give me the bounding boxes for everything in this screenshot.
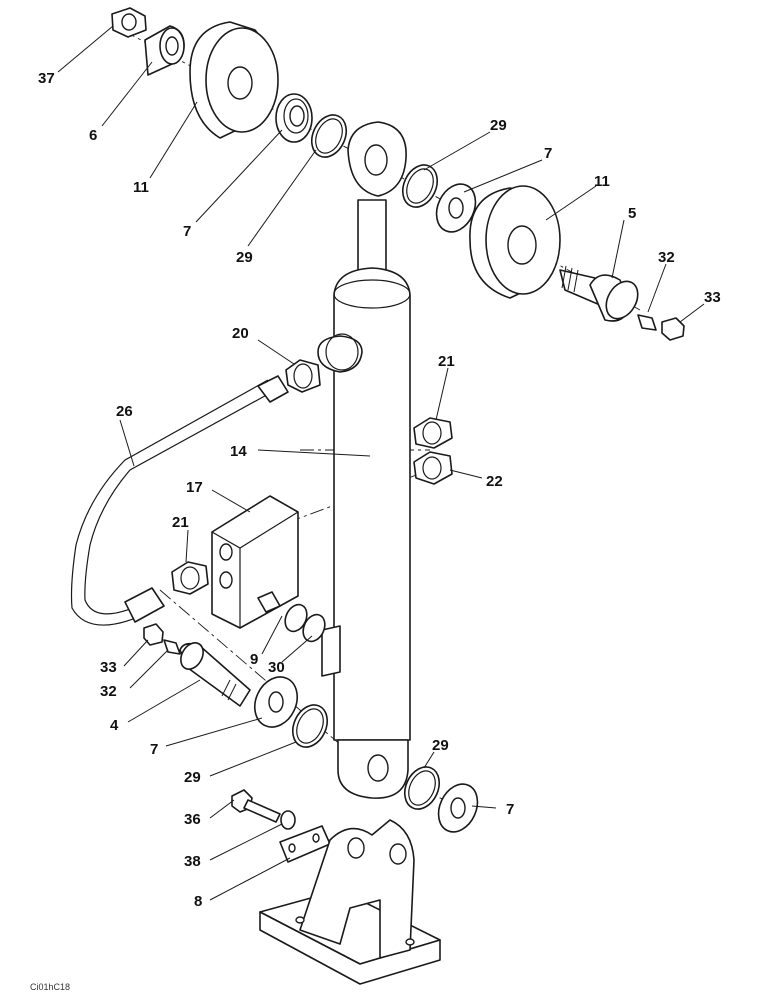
- callout-33-right: 33: [704, 289, 721, 306]
- callout-29-top-left: 29: [236, 249, 253, 266]
- lock-washer: [280, 810, 296, 830]
- roller-top-right: [469, 185, 561, 299]
- elbow-fitting-20: [285, 359, 321, 393]
- callout-14: 14: [230, 443, 247, 460]
- callout-7-top-right: 7: [544, 145, 552, 162]
- callout-7-top-left: 7: [183, 223, 191, 240]
- spacer-bushing-top: [144, 25, 185, 76]
- callout-17: 17: [186, 479, 203, 496]
- callout-36: 36: [184, 811, 201, 828]
- mounting-bracket: [259, 819, 441, 985]
- callout-37: 37: [38, 70, 55, 87]
- callout-38: 38: [184, 853, 201, 870]
- o-ring-top-right: [401, 164, 439, 208]
- callout-6: 6: [89, 127, 97, 144]
- callout-labels: 37 6 11 7 29 29 7 11 5 32 33 20 26 14 21…: [38, 70, 721, 910]
- callout-11-right: 11: [594, 173, 610, 190]
- grease-nipple-right: [637, 314, 657, 331]
- connector-21-lower: [171, 561, 209, 595]
- connector-22: [413, 451, 453, 485]
- flanged-washer-top-left: [275, 93, 313, 143]
- cap-right: [661, 317, 685, 341]
- flat-washer-bottom-right: [437, 783, 479, 833]
- callout-32-right: 32: [658, 249, 675, 266]
- roller-top-left: [189, 21, 279, 139]
- bolt: [231, 789, 281, 823]
- callout-5: 5: [628, 205, 636, 222]
- pin-shaft-bottom: [179, 642, 251, 707]
- callout-7-bottom-right: 7: [506, 801, 514, 818]
- callout-7-bottom-left: 7: [150, 741, 158, 758]
- callout-30: 30: [268, 659, 285, 676]
- valve-block: [211, 495, 299, 629]
- hex-nut-top: [111, 7, 147, 38]
- o-ring-bottom-left: [291, 704, 329, 748]
- callout-22: 22: [486, 473, 503, 490]
- callout-32-left: 32: [100, 683, 117, 700]
- hose: [70, 375, 289, 626]
- callout-21-lower: 21: [172, 514, 189, 531]
- callout-26: 26: [116, 403, 133, 420]
- callout-11-left: 11: [133, 179, 149, 196]
- o-ring-bottom-right: [403, 766, 441, 810]
- pin-shaft-right: [559, 265, 639, 322]
- cylinder-body: [317, 267, 411, 799]
- drawing-code: Ci01hC18: [30, 982, 70, 992]
- callout-33-left: 33: [100, 659, 117, 676]
- callout-8: 8: [194, 893, 202, 910]
- o-ring-top-left: [310, 114, 348, 158]
- callout-29-bottom-right: 29: [432, 737, 449, 754]
- connector-21-upper: [413, 417, 453, 449]
- callout-29-bottom-left: 29: [184, 769, 201, 786]
- callout-29-top-right: 29: [490, 117, 507, 134]
- callout-21-upper: 21: [438, 353, 455, 370]
- callout-4: 4: [110, 717, 119, 734]
- fitting-9-30: [257, 591, 326, 643]
- lock-plate: [279, 825, 331, 863]
- flat-washer-top-right: [435, 183, 477, 233]
- callout-9: 9: [250, 651, 258, 668]
- flanged-washer-bottom: [254, 676, 298, 728]
- callout-20: 20: [232, 325, 249, 342]
- leader-lines: [57, 25, 705, 901]
- piston-rod: [347, 121, 407, 280]
- cap-bottom-left: [143, 623, 164, 646]
